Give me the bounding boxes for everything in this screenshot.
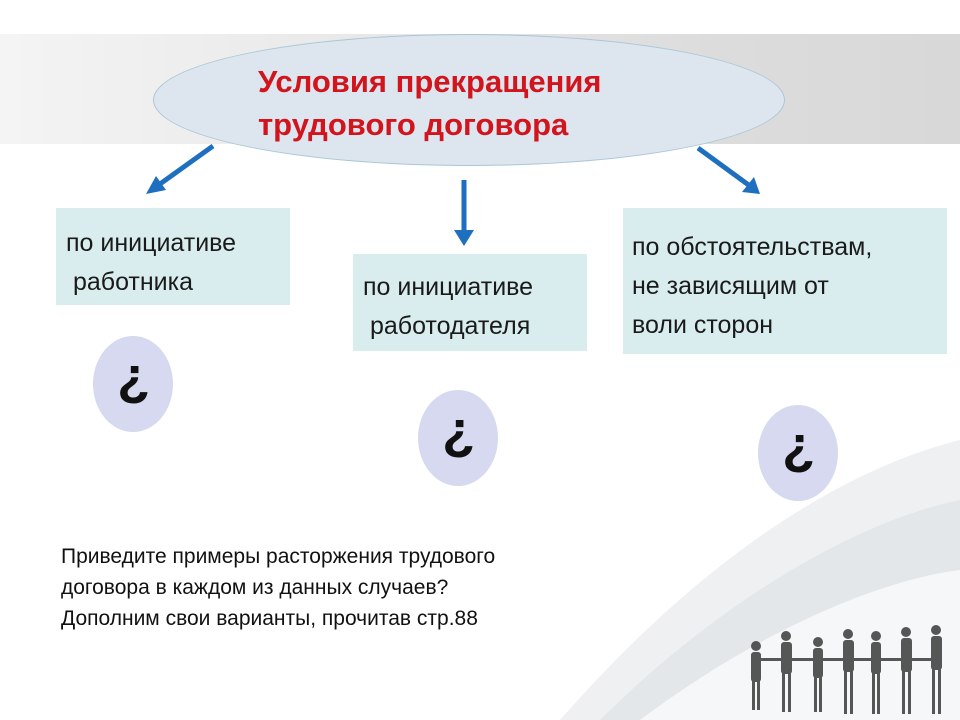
- task-line-3: Дополним свои варианты, прочитав стр.88: [61, 607, 478, 630]
- title-line-1: Условия прекращения: [258, 64, 602, 99]
- branch-box-employee: по инициативе работника: [56, 208, 290, 305]
- question-bubble-employee: ?: [93, 336, 173, 432]
- person-silhouette: [843, 629, 854, 714]
- person-silhouette: [751, 641, 761, 710]
- people-silhouettes-image: [751, 625, 942, 714]
- person-silhouette: [931, 625, 942, 714]
- branch-box-employer: по инициативе работодателя: [353, 254, 587, 351]
- question-mark: ?: [441, 408, 475, 468]
- person-silhouette: [901, 627, 912, 714]
- task-line-1: Приведите примеры расторжения трудового: [61, 545, 496, 568]
- question-bubble-employer: ?: [418, 390, 498, 486]
- question-mark: ?: [116, 354, 150, 414]
- person-silhouette: [871, 631, 881, 714]
- diagram-title: Условия прекращения трудового договора: [258, 60, 758, 146]
- branch-employer-line-2: работодателя: [363, 312, 531, 340]
- title-line-2: трудового договора: [258, 107, 569, 142]
- branch-employee-line-1: по инициативе: [66, 229, 237, 257]
- person-silhouette: [781, 631, 792, 712]
- question-mark: ?: [781, 423, 815, 483]
- task-line-2: договора в каждом из данных случаев?: [61, 576, 449, 599]
- branch-circumstances-line-3: воли сторон: [632, 311, 774, 339]
- branch-employee-line-2: работника: [66, 268, 194, 296]
- person-silhouette: [813, 637, 823, 712]
- branch-employer-line-1: по инициативе: [363, 273, 534, 301]
- task-text: Приведите примеры расторжения трудового …: [61, 541, 641, 634]
- branch-box-circumstances: по обстоятельствам, не зависящим от воли…: [623, 208, 947, 354]
- title-oval: [153, 34, 785, 166]
- branch-circumstances-line-1: по обстоятельствам,: [632, 233, 873, 261]
- branch-circumstances-line-2: не зависящим от: [632, 272, 829, 300]
- question-bubble-circumstances: ?: [758, 405, 838, 501]
